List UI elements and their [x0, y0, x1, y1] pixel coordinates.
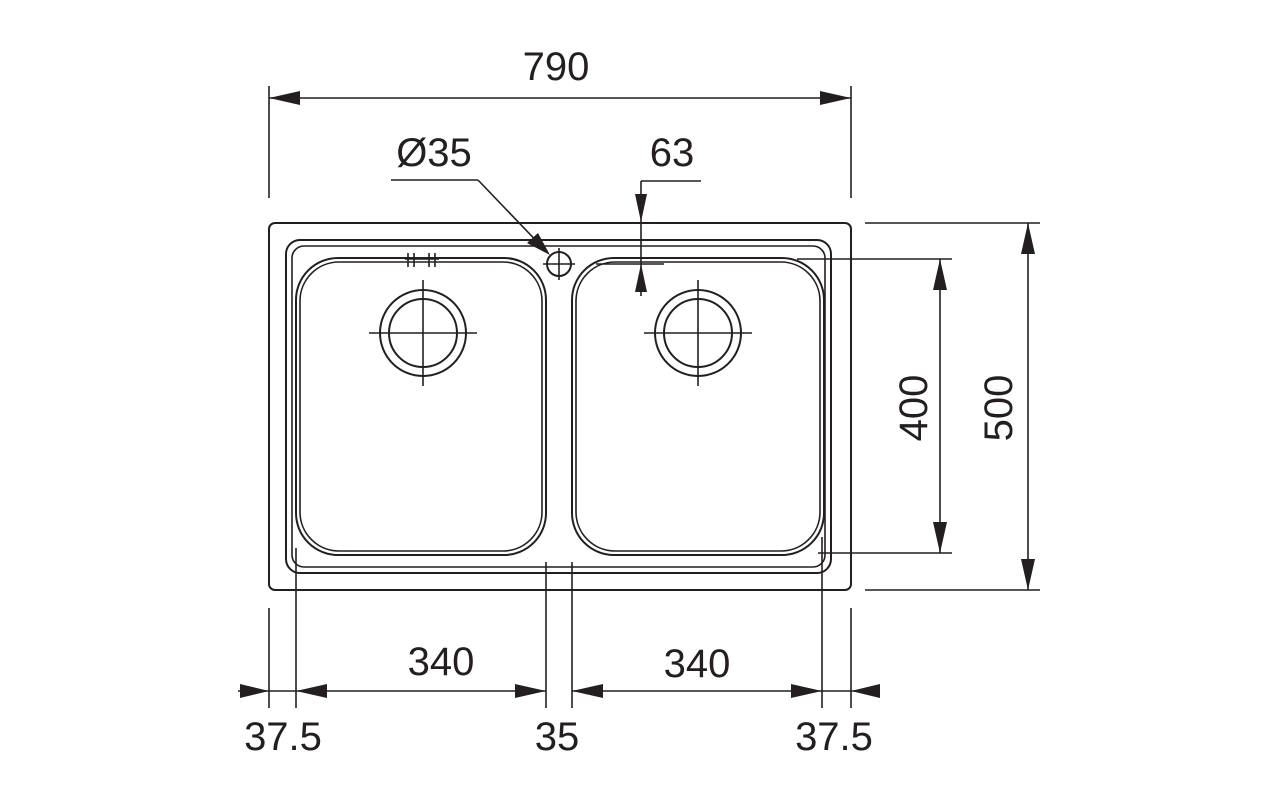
right-bowl-width-label: 340 [664, 642, 731, 686]
left-margin-label: 37.5 [244, 715, 322, 759]
left-bowl [295, 253, 547, 556]
right-margin-label: 37.5 [795, 715, 873, 759]
sink-body [268, 222, 852, 591]
bowl-depth-label: 400 [892, 375, 936, 442]
right-bowl-outline [571, 257, 825, 556]
tap-hole-offset-dimension: 63 [596, 131, 701, 296]
overall-depth-dimension: 500 [865, 222, 1040, 591]
right-bowl [571, 257, 825, 556]
sink-inner-ledge [285, 239, 832, 574]
left-drain-icon [369, 280, 477, 386]
sink-ledge-inner-line [291, 245, 826, 568]
bottom-dimension-chain: 340 340 37.5 35 37.5 [238, 537, 880, 759]
overall-depth-label: 500 [977, 375, 1021, 442]
overall-width-dimension: 790 [268, 45, 852, 198]
tap-hole-icon [543, 248, 575, 280]
overflow-slot-icon [405, 253, 439, 267]
tap-hole-diameter-dimension: Ø35 [391, 131, 550, 255]
right-bowl-inner-outline [575, 261, 821, 552]
bowl-depth-dimension: 400 [797, 258, 952, 554]
center-divider-label: 35 [535, 715, 580, 759]
right-drain-icon [644, 280, 752, 386]
overall-width-label: 790 [523, 45, 590, 89]
left-bowl-width-label: 340 [408, 640, 475, 684]
left-bowl-outline [295, 257, 547, 556]
tap-hole-offset-label: 63 [650, 131, 695, 175]
tap-hole-diameter-label: Ø35 [396, 131, 472, 175]
sink-outer-rim [268, 222, 852, 591]
left-bowl-inner-outline [299, 261, 543, 552]
